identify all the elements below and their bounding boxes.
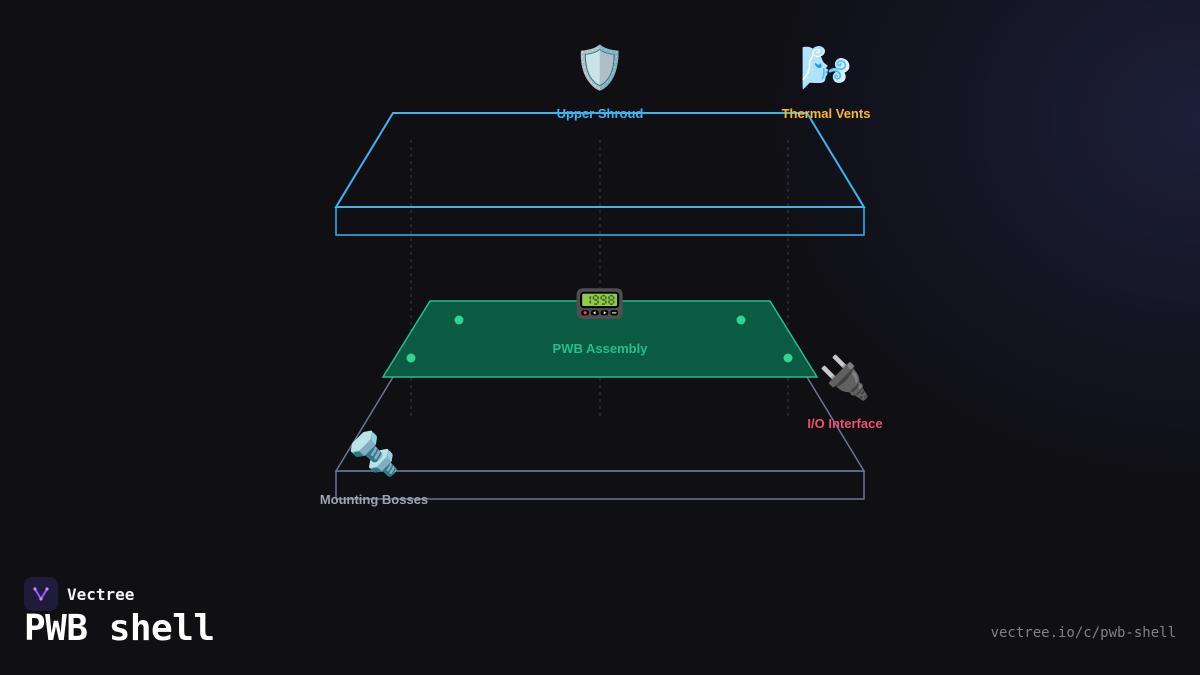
shield-icon: 🛡️ (573, 43, 627, 92)
wind-icon: 🌬️ (799, 43, 853, 92)
vectree-logo-icon (24, 577, 58, 611)
nut-and-bolt-icon: 🔩 (347, 429, 401, 478)
pager-icon: 📟 (573, 279, 627, 328)
pwb-mount-hole (783, 353, 793, 363)
brand: Vectree (24, 577, 134, 611)
label-mounting-bosses: Mounting Bosses (319, 492, 429, 507)
base-shell (334, 376, 866, 500)
label-pwb-assembly: PWB Assembly (552, 341, 648, 356)
brand-name: Vectree (67, 584, 135, 604)
label-io-interface: I/O Interface (807, 416, 883, 431)
page-title: PWB shell (24, 608, 215, 649)
label-upper-shroud: Upper Shroud (556, 106, 644, 121)
footer-url[interactable]: vectree.io/c/pwb-shell (990, 625, 1176, 641)
pwb-mount-hole (736, 315, 746, 325)
pwb-plate (381, 300, 819, 378)
plug-icon: 🔌 (818, 353, 872, 402)
pwb-mount-hole (406, 353, 416, 363)
pwb-mount-hole (454, 315, 464, 325)
label-thermal-vents: Thermal Vents (781, 106, 871, 121)
upper-shroud (334, 112, 866, 236)
